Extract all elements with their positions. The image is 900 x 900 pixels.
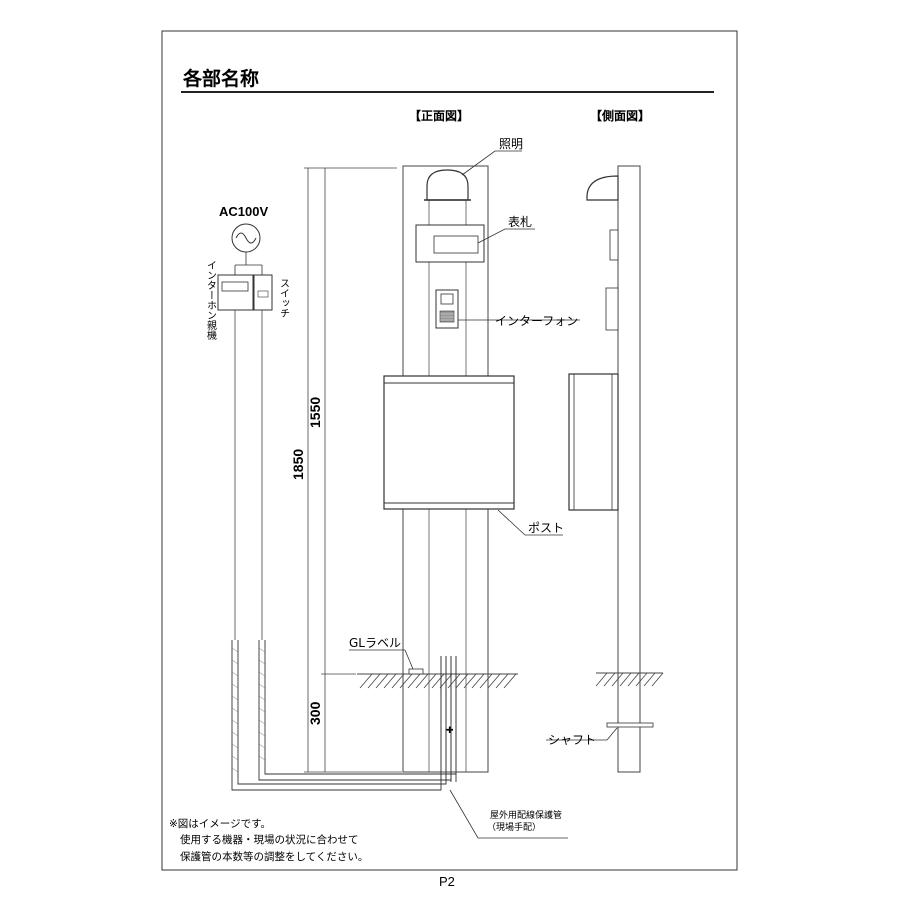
side-ground-hatch [595, 672, 664, 687]
note-line-1: ※図はイメージです。 [169, 818, 271, 830]
post-callout: ポスト [528, 521, 564, 535]
shaft-pin [606, 722, 654, 728]
intercom-camera [440, 293, 454, 305]
nameplate-inner [433, 235, 479, 254]
page-frame [161, 30, 738, 871]
intercom-master-label: インターホン親機 [205, 260, 217, 341]
side-mailbox [568, 373, 619, 511]
dim-post-height: 1550 [307, 397, 323, 428]
side-intercom [605, 287, 619, 331]
light-callout: 照明 [499, 137, 523, 151]
dim-embed: 300 [307, 701, 323, 725]
conduit-callout: 屋外用配線保護管 [490, 809, 562, 821]
intercom-speaker [439, 310, 455, 323]
front-view: ✚ [357, 165, 518, 782]
gl-label-callout: GLラベル [349, 636, 401, 650]
section-title: 各部名称 [182, 67, 259, 90]
page-number: P2 [439, 874, 455, 889]
ac-label: AC100V [219, 204, 268, 219]
side-view [568, 165, 664, 773]
conduit-note-callout: （現場手配） [487, 821, 541, 833]
front-view-label: 【正面図】 [409, 108, 469, 123]
intercom-master-unit [217, 274, 254, 311]
note-line-3: 保護管の本数等の調整をしてください。 [180, 850, 368, 863]
nameplate-callout: 表札 [508, 215, 532, 229]
mailbox-body [383, 375, 515, 510]
side-view-label: 【側面図】 [590, 108, 650, 123]
gl-label-plate [408, 668, 424, 675]
light-fixture [426, 169, 469, 201]
note-line-2: 使用する機器・現場の状況に合わせて [180, 833, 359, 846]
intercom-callout: インターフォン [495, 314, 578, 328]
shaft-callout: シャフト [548, 733, 596, 747]
side-post-column [617, 165, 641, 773]
sine-wave-icon [235, 232, 257, 244]
dimension-lines [304, 167, 402, 773]
side-nameplate [609, 229, 619, 261]
dim-total: 1850 [290, 449, 306, 480]
switch-label: スイッチ [278, 278, 290, 318]
side-light-fixture [586, 175, 619, 201]
svg-text:✚: ✚ [446, 726, 454, 736]
leader-lines [349, 150, 618, 839]
